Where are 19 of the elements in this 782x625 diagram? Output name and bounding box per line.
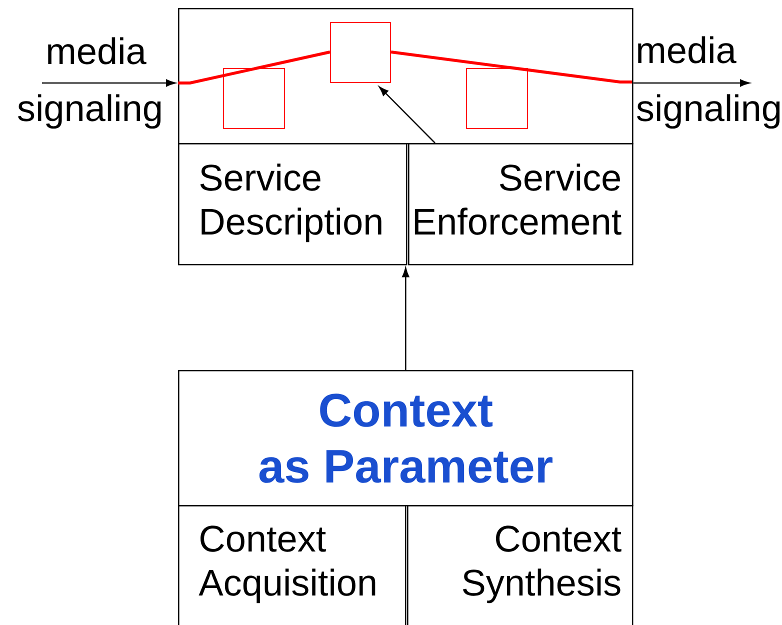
component-box [330, 22, 391, 83]
arrow [378, 86, 436, 144]
module-box: Context Synthesis [407, 505, 634, 625]
flow-label: media [638, 36, 736, 64]
edge-label: signaling [18, 94, 161, 129]
component-box [466, 68, 528, 129]
arrow [633, 79, 750, 87]
title-box: Context as Parameter [178, 370, 634, 506]
flow-label: media [48, 37, 146, 64]
module-box: Context Acquisition [178, 505, 406, 625]
module-box: Service Description [178, 143, 408, 266]
component-box [223, 68, 285, 129]
edge-label: signaling [637, 94, 780, 129]
service-box [178, 8, 634, 144]
arrow [402, 268, 410, 370]
arrow [42, 79, 176, 87]
signal-line [390, 50, 632, 84]
module-box: Service Enforcement [408, 143, 634, 266]
signal-line [178, 50, 330, 84]
